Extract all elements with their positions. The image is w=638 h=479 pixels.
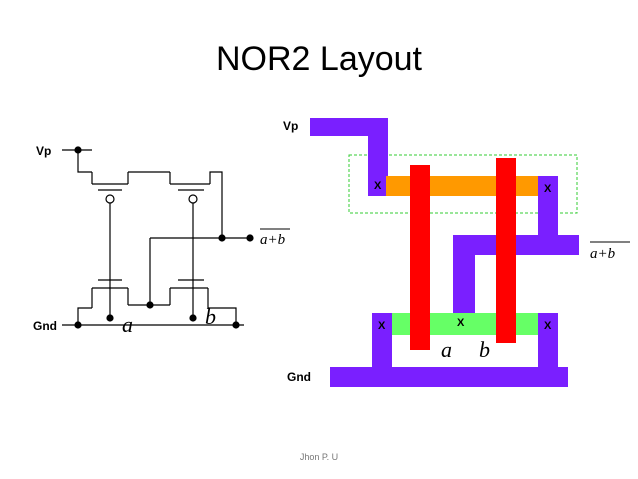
footer-author: Jhon P. U — [299, 452, 339, 462]
vp-wire — [77, 150, 92, 173]
contact-out-n: X — [457, 317, 465, 329]
pmos-bubble-b — [188, 194, 198, 204]
output-terminal — [246, 234, 254, 242]
layout-vp-label: Vp — [283, 119, 298, 133]
output-node — [218, 234, 226, 242]
layout-output-expr: a+b — [590, 246, 616, 262]
gnd-node-b — [232, 321, 240, 329]
metal-gnd-left — [372, 313, 392, 369]
schematic-vp-label: Vp — [36, 144, 51, 158]
schematic — [62, 146, 254, 329]
input-a-node — [106, 314, 114, 322]
poly-b — [496, 158, 516, 343]
layout-input-a: a — [441, 337, 452, 362]
nmos-drain-node — [146, 301, 154, 309]
output-drop — [209, 171, 223, 238]
contact-gnd-right: X — [544, 320, 552, 332]
metal-gnd-right — [538, 313, 558, 369]
schematic-gnd-label: Gnd — [33, 319, 57, 333]
wire — [207, 288, 237, 325]
wire — [77, 307, 92, 325]
page-title: NOR2 Layout — [216, 40, 422, 78]
pmos-bubble-a — [105, 194, 115, 204]
layout-gnd-label: Gnd — [287, 370, 311, 384]
poly-a — [410, 165, 430, 350]
well-outline — [348, 154, 578, 214]
metal-vp-rail — [310, 118, 388, 136]
schematic-input-b: b — [205, 304, 216, 329]
contact-out-p: X — [544, 183, 552, 195]
gnd-node — [74, 321, 82, 329]
layout: X X X X X — [310, 118, 579, 387]
input-b-node — [189, 314, 197, 322]
contact-vp: X — [374, 180, 382, 192]
metal-vp-drop — [368, 136, 388, 196]
metal-gnd-rail — [330, 367, 568, 387]
schematic-input-a: a — [122, 312, 133, 337]
contact-gnd-left: X — [378, 320, 386, 332]
layout-input-b: b — [479, 337, 490, 362]
schematic-output-expr: a+b — [260, 232, 286, 248]
metal-output-right — [538, 176, 558, 254]
